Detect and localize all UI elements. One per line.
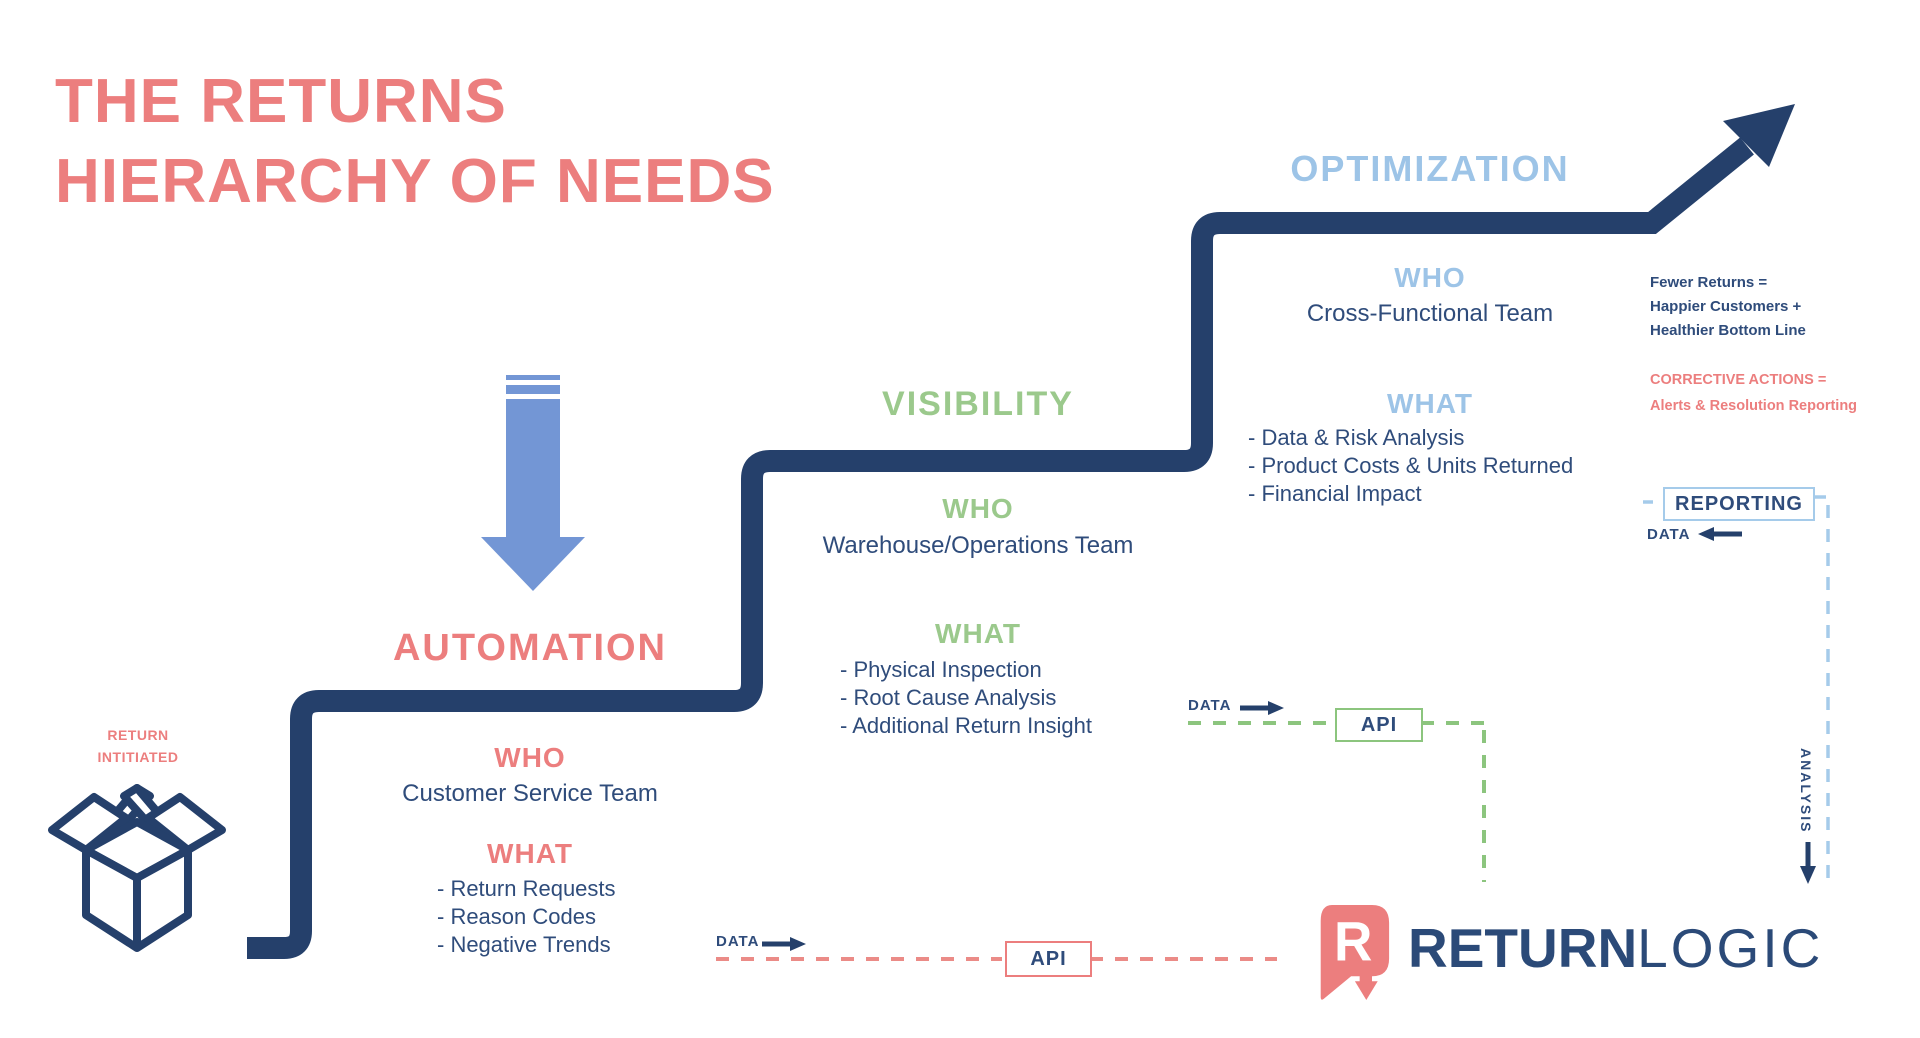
corrective-note-line2: Alerts & Resolution Reporting <box>1650 398 1858 414</box>
list-item: - Reason Codes <box>437 904 596 929</box>
level-automation-title: AUTOMATION <box>392 627 667 669</box>
reporting-analysis-dashed-line <box>1813 495 1830 884</box>
list-item: - Data & Risk Analysis <box>1248 425 1465 450</box>
optimization-what-list: - Data & Risk Analysis - Product Costs &… <box>1248 424 1573 508</box>
automation-who-label: WHO <box>494 742 566 773</box>
logo-logic-text: LOGIC <box>1637 917 1824 979</box>
visibility-data-arrow-icon <box>1240 701 1284 715</box>
visibility-what-list: - Physical Inspection - Root Cause Analy… <box>840 656 1092 740</box>
level-optimization-title: OPTIMIZATION <box>1290 148 1570 189</box>
open-box-icon <box>48 784 226 952</box>
page-title: THE RETURNS HIERARCHY OF NEEDS <box>55 62 775 222</box>
visibility-api-dashed-line <box>1188 721 1487 882</box>
return-initiated-line2: INTITIATED <box>97 749 179 765</box>
visibility-api-box: API <box>1335 708 1423 742</box>
outcome-note-line2: Happier Customers + <box>1650 298 1802 315</box>
automation-who-team: Customer Service Team <box>402 780 658 807</box>
outcome-note: Fewer Returns = Happier Customers + Heal… <box>1650 271 1806 343</box>
automation-data-label: DATA <box>716 933 760 950</box>
return-initiated-line1: RETURN <box>107 727 169 743</box>
reporting-data-label: DATA <box>1647 526 1691 543</box>
optimization-who-team: Cross-Functional Team <box>1306 300 1554 327</box>
logo-return-text: RETURN <box>1408 917 1638 979</box>
visibility-data-label: DATA <box>1188 697 1232 714</box>
logo-icon: R <box>1320 904 1390 1001</box>
logo-wordmark: RETURNLOGIC <box>1408 916 1823 980</box>
list-item: - Financial Impact <box>1248 481 1422 506</box>
page-title-line2: HIERARCHY OF NEEDS <box>55 147 775 216</box>
automation-data-arrow-icon <box>762 937 806 951</box>
visibility-api-label: API <box>1360 713 1398 736</box>
outcome-note-line1: Fewer Returns = <box>1650 274 1768 291</box>
page-title-line1: THE RETURNS <box>55 67 507 136</box>
optimization-who-label: WHO <box>1394 262 1466 293</box>
down-arrow-icon <box>481 375 585 591</box>
corrective-note-line1: CORRECTIVE ACTIONS = <box>1650 372 1827 388</box>
reporting-box: REPORTING <box>1663 487 1815 521</box>
corrective-note: CORRECTIVE ACTIONS = Alerts & Resolution… <box>1650 367 1857 419</box>
return-initiated-label: RETURN INTITIATED <box>58 724 218 768</box>
outcome-note-line3: Healthier Bottom Line <box>1650 322 1806 339</box>
automation-api-box: API <box>1005 941 1092 977</box>
list-item: - Physical Inspection <box>840 657 1042 682</box>
automation-what-list: - Return Requests - Reason Codes - Negat… <box>437 875 616 959</box>
analysis-down-arrow-icon <box>1800 842 1816 884</box>
automation-what-label: WHAT <box>487 838 573 869</box>
visibility-what-label: WHAT <box>935 618 1021 649</box>
reporting-data-arrow-icon <box>1698 527 1742 541</box>
optimization-what-label: WHAT <box>1387 388 1473 419</box>
visibility-who-label: WHO <box>942 493 1014 524</box>
level-visibility-title: VISIBILITY <box>882 385 1074 423</box>
automation-api-label: API <box>1030 947 1067 970</box>
staircase-arrow <box>247 104 1795 959</box>
reporting-box-label: REPORTING <box>1675 492 1803 515</box>
visibility-who-team: Warehouse/Operations Team <box>822 532 1134 559</box>
staircase-arrowhead-icon <box>1723 104 1795 167</box>
list-item: - Negative Trends <box>437 932 611 957</box>
list-item: - Root Cause Analysis <box>840 685 1057 710</box>
list-item: - Additional Return Insight <box>840 713 1092 738</box>
analysis-label: ANALYSIS <box>1798 748 1814 834</box>
list-item: - Return Requests <box>437 876 616 901</box>
list-item: - Product Costs & Units Returned <box>1248 453 1574 478</box>
